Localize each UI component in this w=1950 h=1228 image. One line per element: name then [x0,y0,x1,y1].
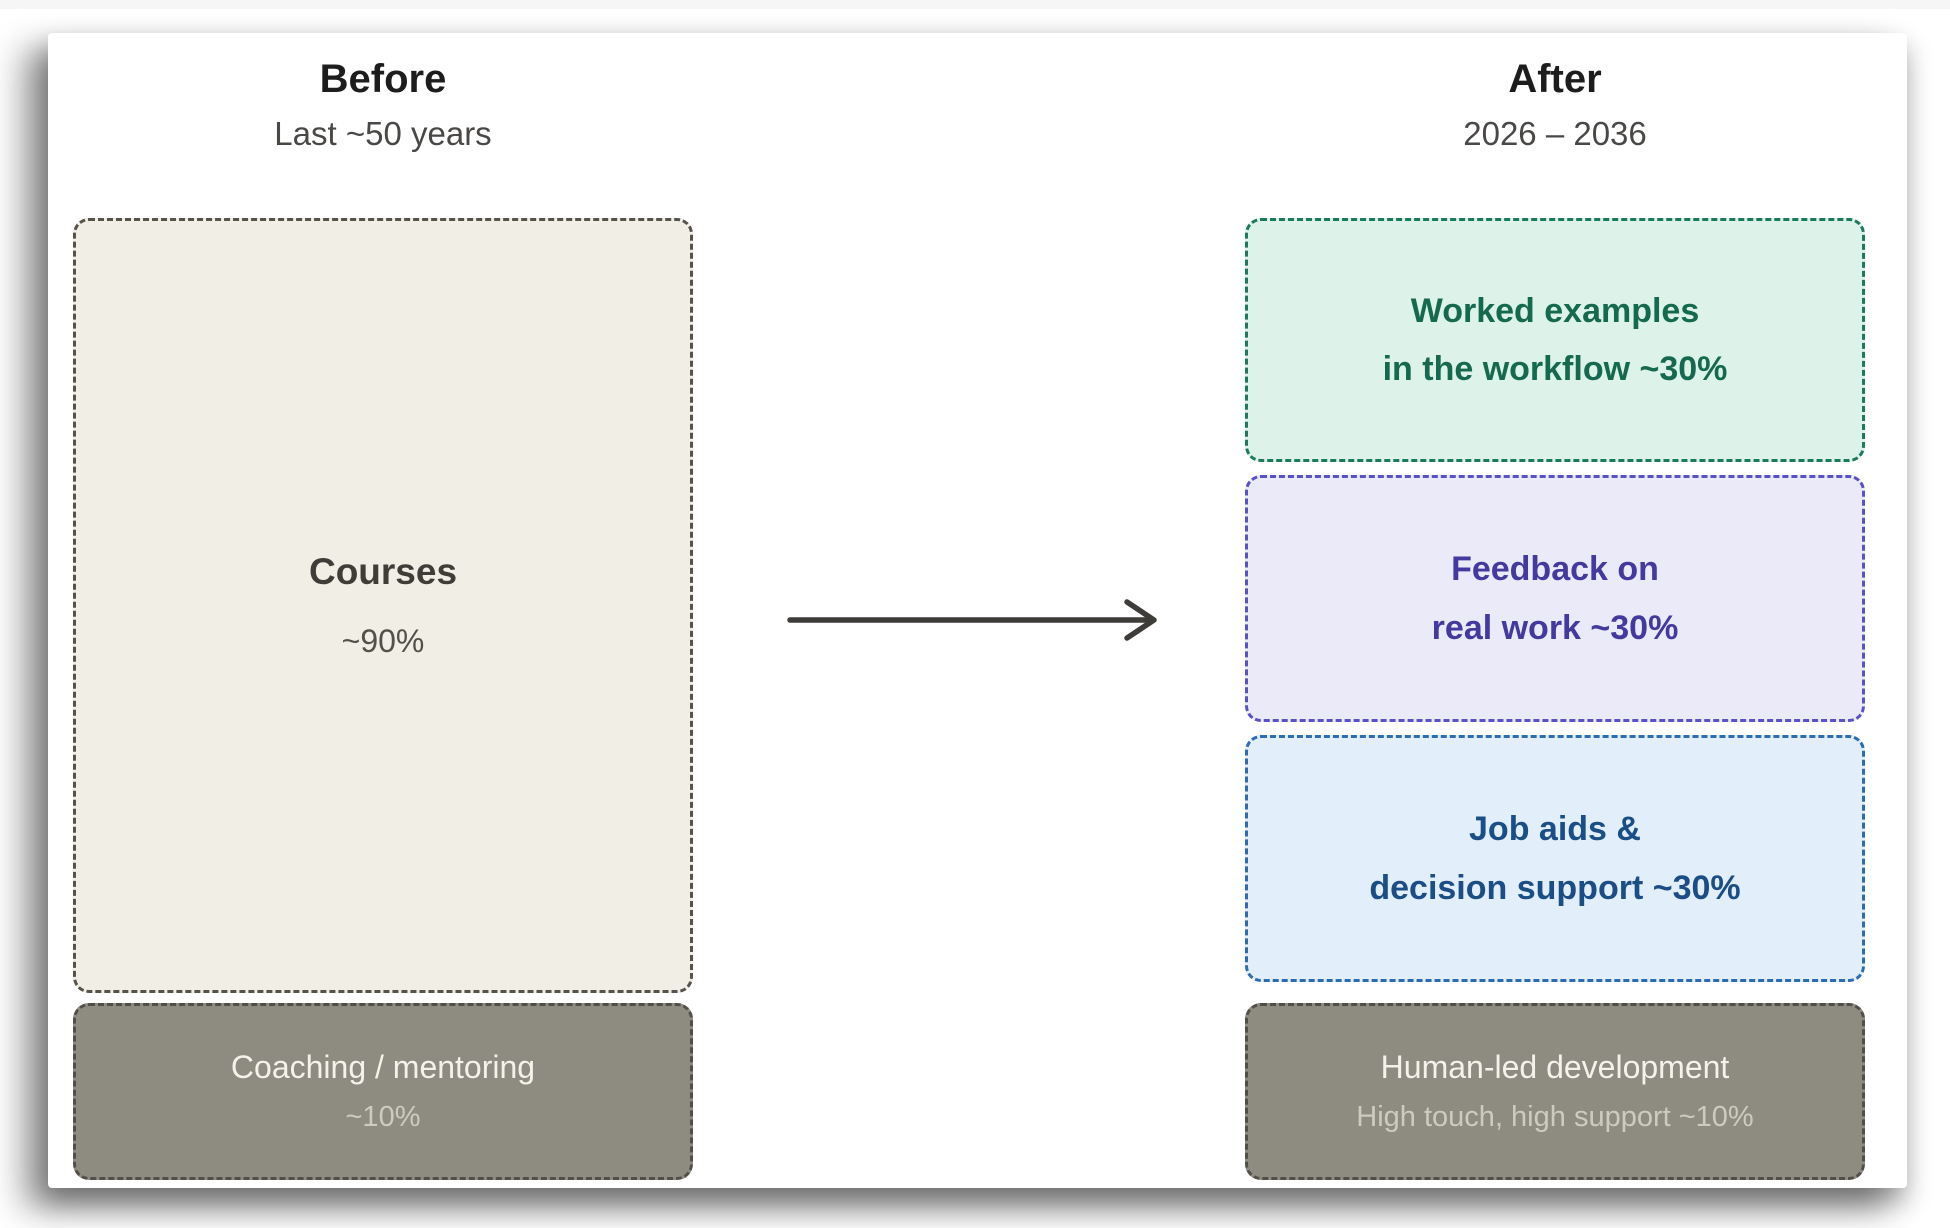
feedback-box: Feedback on real work ~30% [1245,475,1865,722]
after-header: After 2026 – 2036 [1245,55,1865,154]
after-subtitle: 2026 – 2036 [1463,115,1647,152]
job-aids-line2: decision support ~30% [1369,868,1741,907]
feedback-line2: real work ~30% [1431,608,1679,647]
before-to-after-arrow-icon [778,596,1178,644]
job-aids-box: Job aids & decision support ~30% [1245,735,1865,982]
after-title: After [1508,57,1602,101]
courses-label: Courses [308,551,458,592]
human-led-value: High touch, high support ~10% [1356,1101,1754,1133]
courses-value: ~90% [341,623,425,659]
worked-examples-text: Worked examples in the workflow ~30% [1383,282,1728,399]
coaching-mentoring-box: Coaching / mentoring ~10% [73,1003,693,1180]
job-aids-text: Job aids & decision support ~30% [1369,800,1740,917]
courses-box: Courses ~90% [73,218,693,993]
feedback-text: Feedback on real work ~30% [1432,540,1679,657]
before-subtitle: Last ~50 years [274,115,492,152]
human-led-development-box: Human-led development High touch, high s… [1245,1003,1865,1180]
coaching-mentoring-value: ~10% [345,1101,421,1133]
coaching-mentoring-label: Coaching / mentoring [230,1049,536,1085]
feedback-line1: Feedback on [1451,550,1659,589]
human-led-label: Human-led development [1380,1049,1730,1085]
page-top-strip [0,0,1950,9]
worked-examples-line2: in the workflow ~30% [1382,350,1728,388]
worked-examples-box: Worked examples in the workflow ~30% [1245,218,1865,462]
job-aids-line1: Job aids & [1469,810,1641,849]
before-header: Before Last ~50 years [73,55,693,154]
slide-card: Before Last ~50 years After 2026 – 2036 … [48,33,1907,1188]
before-title: Before [319,57,447,101]
worked-examples-line1: Worked examples [1410,291,1700,330]
